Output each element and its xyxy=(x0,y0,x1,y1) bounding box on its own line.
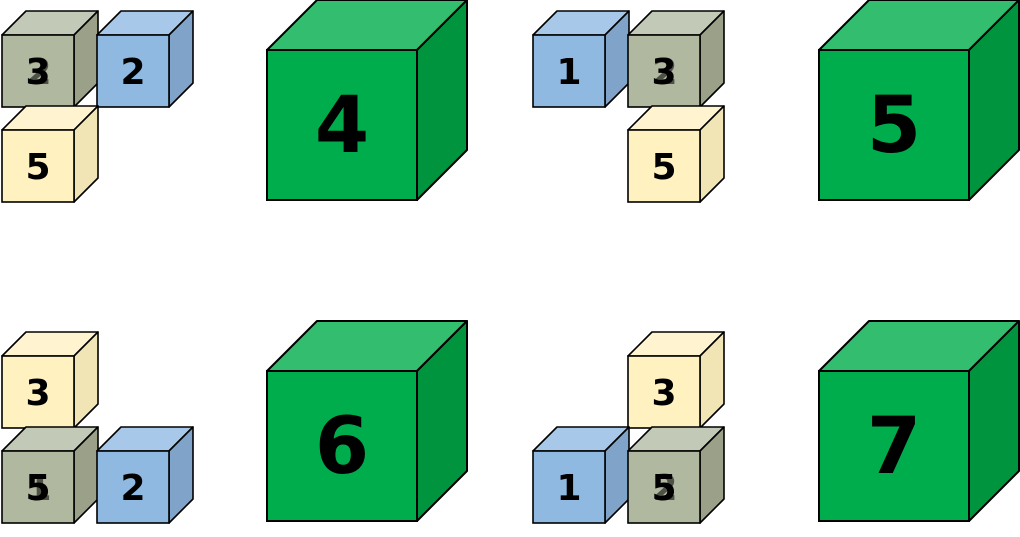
puzzle-2: 1 23 5 5 xyxy=(532,0,1020,203)
small-cube: 25 xyxy=(627,426,725,524)
small-cube: 3 xyxy=(627,331,725,429)
cube-label: 1 xyxy=(556,468,581,509)
cube-hidden-label: 2 xyxy=(652,52,677,93)
cube-label: 3 xyxy=(25,52,50,93)
small-cube: 23 xyxy=(627,10,725,108)
cube-hidden-label: 2 xyxy=(652,468,677,509)
small-cube: 1 xyxy=(532,426,630,524)
cube-front-face xyxy=(1,450,75,524)
cube-label: 3 xyxy=(651,52,676,93)
result-cube: 4 xyxy=(266,0,468,201)
cube-label: 5 xyxy=(651,147,676,188)
small-cube: 5 xyxy=(627,105,725,203)
result-cube: 5 xyxy=(818,0,1020,201)
cube-front-face xyxy=(627,129,701,203)
cube-label: 3 xyxy=(651,373,676,414)
cube-front-face xyxy=(818,370,970,522)
small-cube: 2 xyxy=(96,10,194,108)
cube-hidden-label: 2 xyxy=(26,52,51,93)
small-cube: 15 xyxy=(1,426,99,524)
cube-front-face xyxy=(627,450,701,524)
cube-label: 7 xyxy=(867,402,921,492)
result-cube: 6 xyxy=(266,320,468,522)
cube-front-face xyxy=(818,49,970,201)
cube-label: 6 xyxy=(315,402,369,492)
small-cube: 3 xyxy=(1,331,99,429)
cube-front-face xyxy=(1,129,75,203)
puzzle-4: 3 1 25 7 xyxy=(532,320,1020,524)
cube-hidden-label: 1 xyxy=(26,468,51,509)
cube-label: 2 xyxy=(120,468,145,509)
cube-front-face xyxy=(627,34,701,108)
cube-label: 5 xyxy=(651,468,676,509)
cube-label: 3 xyxy=(25,373,50,414)
small-cube: 2 xyxy=(96,426,194,524)
cube-label: 4 xyxy=(315,81,369,171)
cube-label: 5 xyxy=(867,81,921,171)
cube-label: 2 xyxy=(120,52,145,93)
cube-label: 1 xyxy=(556,52,581,93)
cube-front-face xyxy=(266,49,418,201)
cube-front-face xyxy=(1,355,75,429)
cube-front-face xyxy=(96,34,170,108)
cube-front-face xyxy=(1,34,75,108)
small-cube: 23 xyxy=(1,10,99,108)
result-cube: 7 xyxy=(818,320,1020,522)
puzzle-1: 23 2 5 4 xyxy=(1,0,468,203)
small-cube: 1 xyxy=(532,10,630,108)
cube-label: 5 xyxy=(25,468,50,509)
cube-front-face xyxy=(96,450,170,524)
cube-front-face xyxy=(532,34,606,108)
cube-front-face xyxy=(266,370,418,522)
small-cube: 5 xyxy=(1,105,99,203)
puzzle-3: 3 15 2 6 xyxy=(1,320,468,524)
cube-front-face xyxy=(532,450,606,524)
cube-label: 5 xyxy=(25,147,50,188)
